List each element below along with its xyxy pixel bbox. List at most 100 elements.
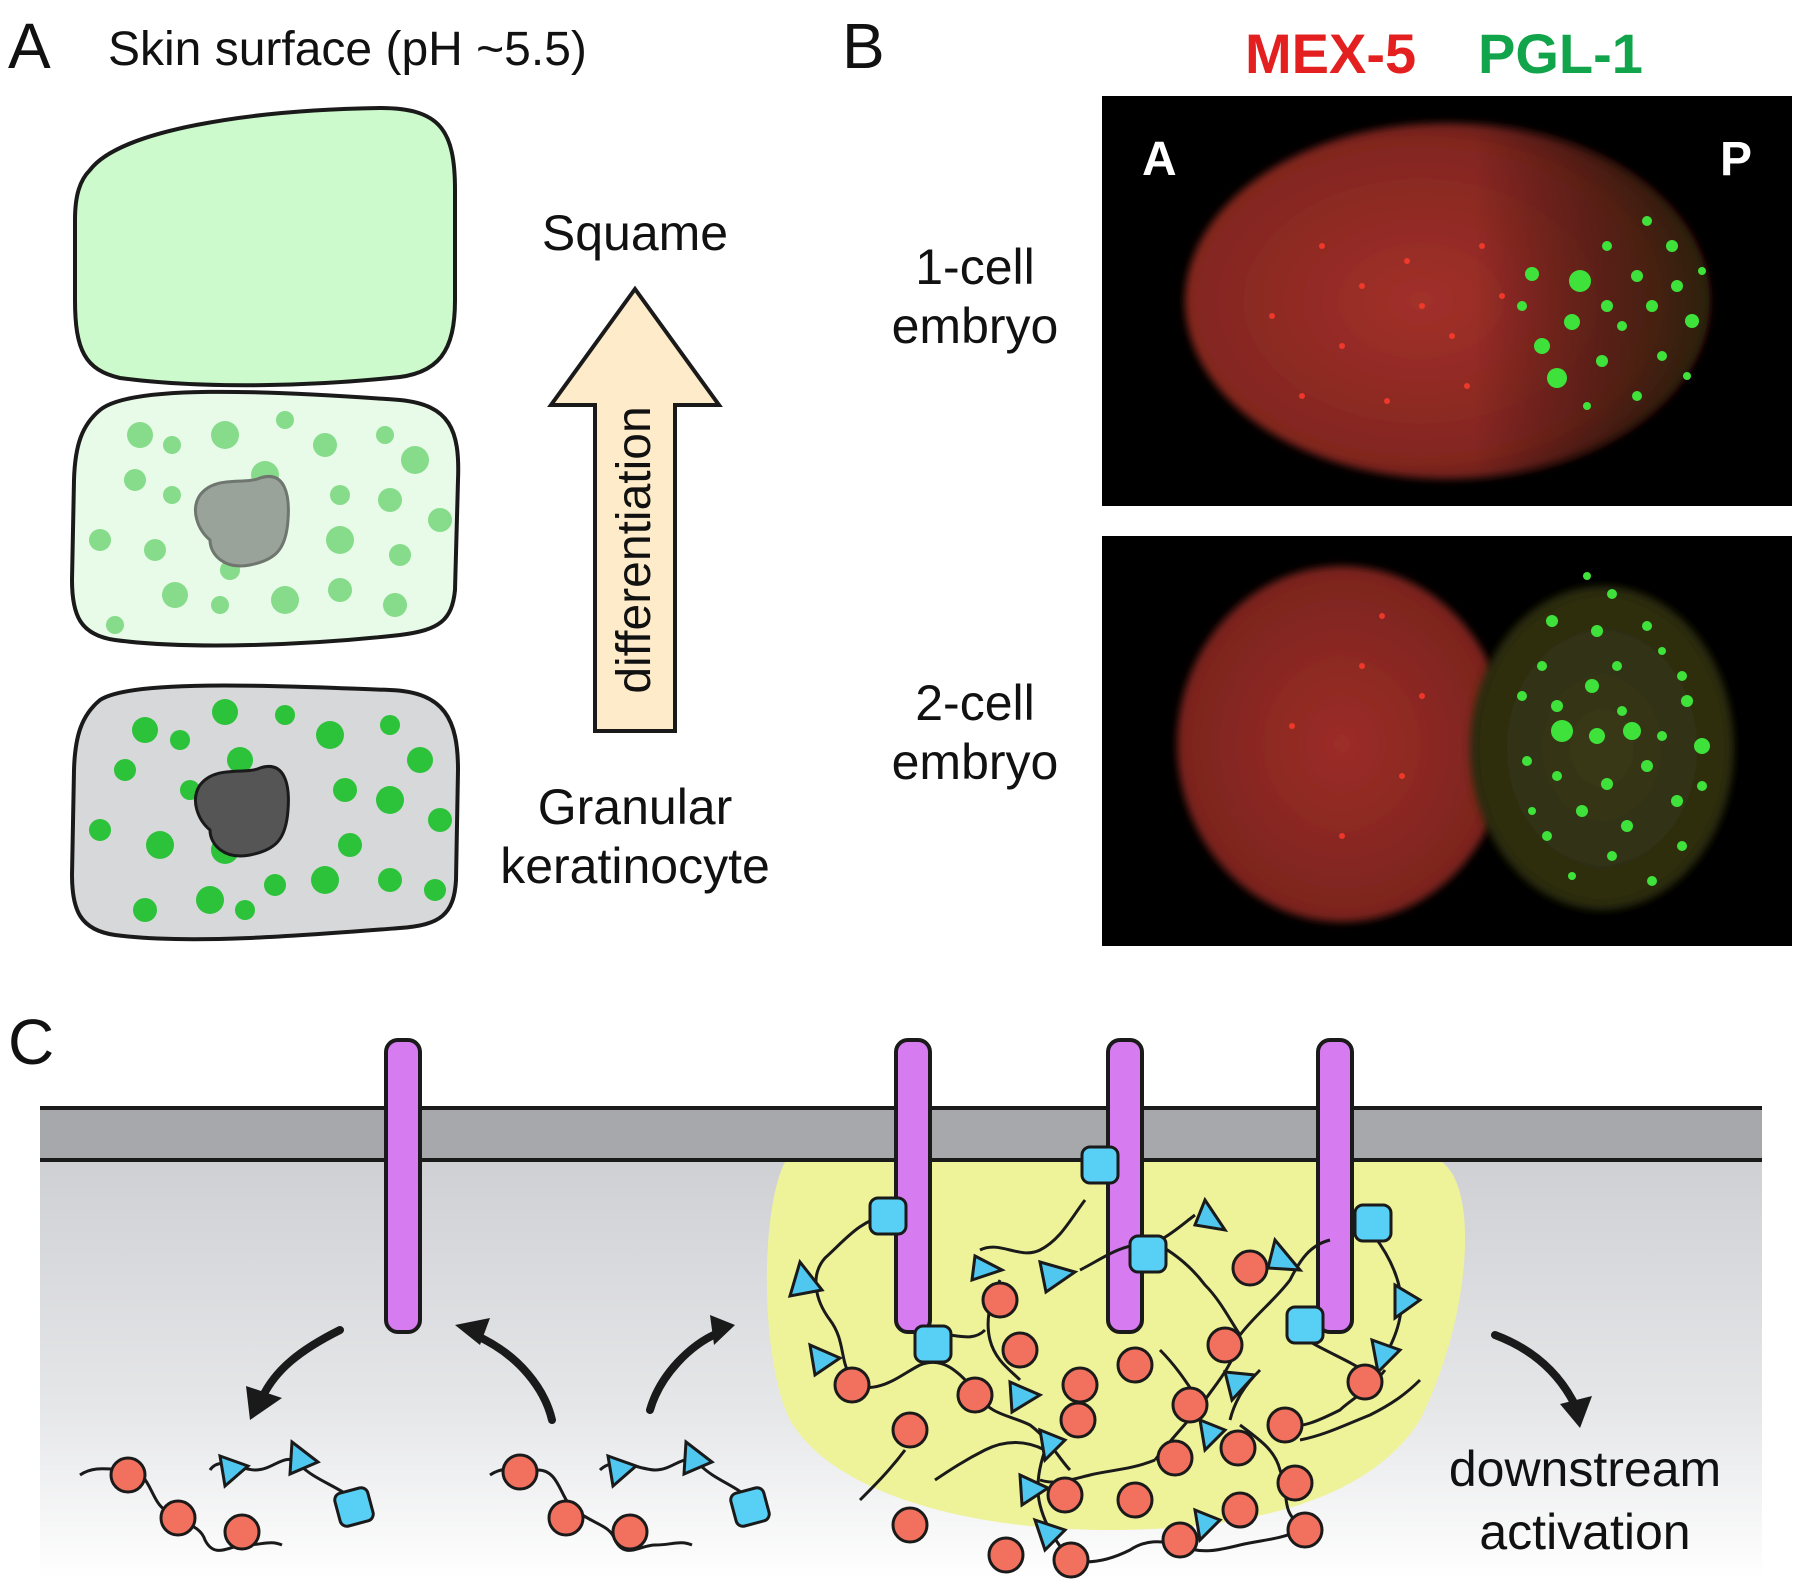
square-node-icon [913,1324,953,1364]
outcome-line-1: downstream [1448,1441,1722,1497]
granule-dot [162,582,188,608]
one-cell-label: 1-cell embryo [855,238,1095,356]
granule-dot [114,759,136,781]
circle-node-icon [1046,1476,1084,1514]
panel-a-letter: A [8,10,51,82]
circle-node-icon [1116,1481,1154,1519]
curved-arrow-group [258,1326,1579,1424]
circle-node-icon [159,1499,197,1537]
triangle-node-icon [1038,1427,1068,1464]
granule-dot [124,469,146,491]
granule-dot [212,699,238,725]
circle-node-icon [1221,1491,1259,1529]
micrograph-1-cell: A P [1102,96,1792,506]
circle-node-icon [1001,1331,1039,1369]
circle-node-icon [891,1411,929,1449]
triangle-node-icon [1370,1337,1403,1376]
posterior-label: P [1719,133,1752,186]
receptor-icon [1316,1038,1354,1334]
legend-pgl1: PGL-1 [1478,22,1643,85]
receptor-icon [894,1038,932,1334]
granule-dot [264,874,286,896]
triangle-node-icon [218,1453,251,1489]
triangle-node-icon [1198,1417,1228,1454]
circle-node-icon [1219,1429,1257,1467]
granule-dot [424,879,446,901]
granule-dot [211,596,229,614]
triangle-node-icon [787,1258,825,1298]
two-cell-line-2: embryo [891,734,1059,790]
triangle-node-icon [808,1342,844,1378]
nucleus-icon [194,475,290,568]
receptor-icon [384,1038,422,1334]
posterior-blastomere [1470,586,1734,910]
granule-dot [133,898,157,922]
granule-dot [163,486,181,504]
circle-node-icon [1161,1521,1199,1559]
outcome-line-2: activation [1479,1503,1691,1560]
circle-node-icon [1116,1346,1154,1384]
granule-dot [163,436,181,454]
circle-node-icon [1206,1326,1244,1364]
circle-node-icon [1266,1406,1304,1444]
circle-node-icon [501,1453,539,1491]
up-arrow-icon [547,285,723,733]
triangle-node-icon [1192,1196,1229,1233]
triangle-node-icon [1038,1259,1079,1295]
granule-dot [106,616,124,634]
granule-dot [211,421,239,449]
circle-node-icon [109,1456,147,1494]
granule-dot [378,868,402,892]
granule-dot [89,529,111,551]
two-cell-line-1: 2-cell [915,675,1035,731]
granule-dot [170,730,190,750]
granule-dot [235,900,255,920]
circle-node-icon [1156,1439,1194,1477]
curved-arrow-icon [246,1386,282,1420]
differentiation-label: differentiation [608,406,661,694]
receptor-icon [1106,1038,1144,1334]
granule-dot [333,778,357,802]
circle-node-icon [1171,1386,1209,1424]
granule-dot [378,488,402,512]
granule-dot [428,508,452,532]
circle-node-icon [1286,1511,1324,1549]
circle-node-icon [981,1281,1019,1319]
granule-dot [330,485,350,505]
square-node-icon [333,1486,375,1528]
triangle-node-icon [1008,1379,1044,1415]
circle-node-icon [1052,1541,1090,1579]
granule-dot [196,886,224,914]
square-node-icon [1285,1305,1325,1345]
circle-node-icon [611,1513,649,1551]
circle-node-icon [956,1376,994,1414]
granule-dot [407,747,433,773]
squame-label: Squame [541,205,729,261]
granule-dot [275,705,295,725]
panel-b-letter: B [842,10,885,82]
granule-dot [389,544,411,566]
granule-dot [328,578,352,602]
triangle-node-icon [1266,1236,1304,1272]
panel-c-letter: C [8,1006,55,1078]
granular-label-line-1: Granular [537,779,733,835]
circle-node-icon [833,1366,871,1404]
square-node-icon [729,1486,771,1528]
granule-dot [276,411,294,429]
granule-dot [338,833,362,857]
granule-dot [376,786,404,814]
curved-arrow-icon [455,1318,490,1345]
square-node-icon [868,1196,908,1236]
granule-dot [144,539,166,561]
one-cell-line-2: embryo [891,298,1059,354]
circle-node-icon [891,1506,929,1544]
circle-node-icon [1061,1366,1099,1404]
granule-dot [271,586,299,614]
granule-dot [132,717,158,743]
square-node-icon [1353,1203,1393,1243]
granule-dot [316,721,344,749]
circle-node-icon [1276,1464,1314,1502]
granule-dot [227,747,253,773]
granule-dot [146,831,174,859]
membrane-scene [40,1038,1762,1580]
